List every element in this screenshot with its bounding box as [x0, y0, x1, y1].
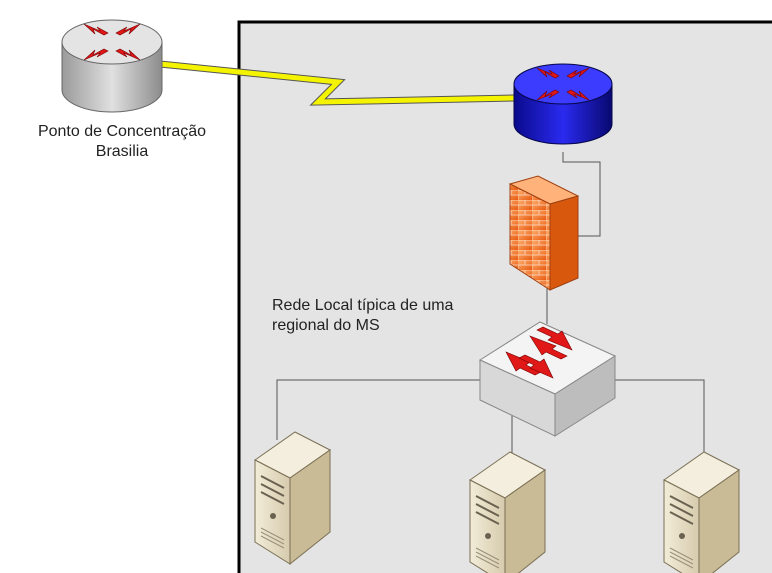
server-icon[interactable]	[254, 431, 331, 566]
central-router-label-line2: Brasilia	[95, 143, 149, 160]
server-icon[interactable]	[469, 451, 546, 573]
lan-label-line2: regional do MS	[272, 317, 380, 334]
lan-label: Rede Local típica de uma regional do MS	[272, 296, 512, 336]
firewall-icon[interactable]	[508, 175, 580, 291]
local-router-icon[interactable]	[513, 63, 613, 145]
lan-connections	[276, 152, 705, 455]
central-router-label-line1: Ponto de Concentração	[37, 123, 207, 140]
switch-server3-link	[615, 379, 705, 455]
lan-label-line1: Rede Local típica de uma	[272, 297, 454, 314]
router-firewall-link	[562, 152, 601, 237]
switch-server1-link	[276, 379, 480, 440]
wan-link	[159, 60, 515, 106]
central-router-icon[interactable]	[61, 19, 163, 113]
server-icon[interactable]	[663, 451, 740, 573]
central-router-label: Ponto de Concentração Brasilia	[6, 122, 238, 162]
switch-icon[interactable]	[478, 321, 617, 437]
router-arrows-icon	[536, 67, 590, 101]
router-arrows-icon	[83, 23, 141, 61]
switch-arrows-icon	[505, 326, 573, 379]
